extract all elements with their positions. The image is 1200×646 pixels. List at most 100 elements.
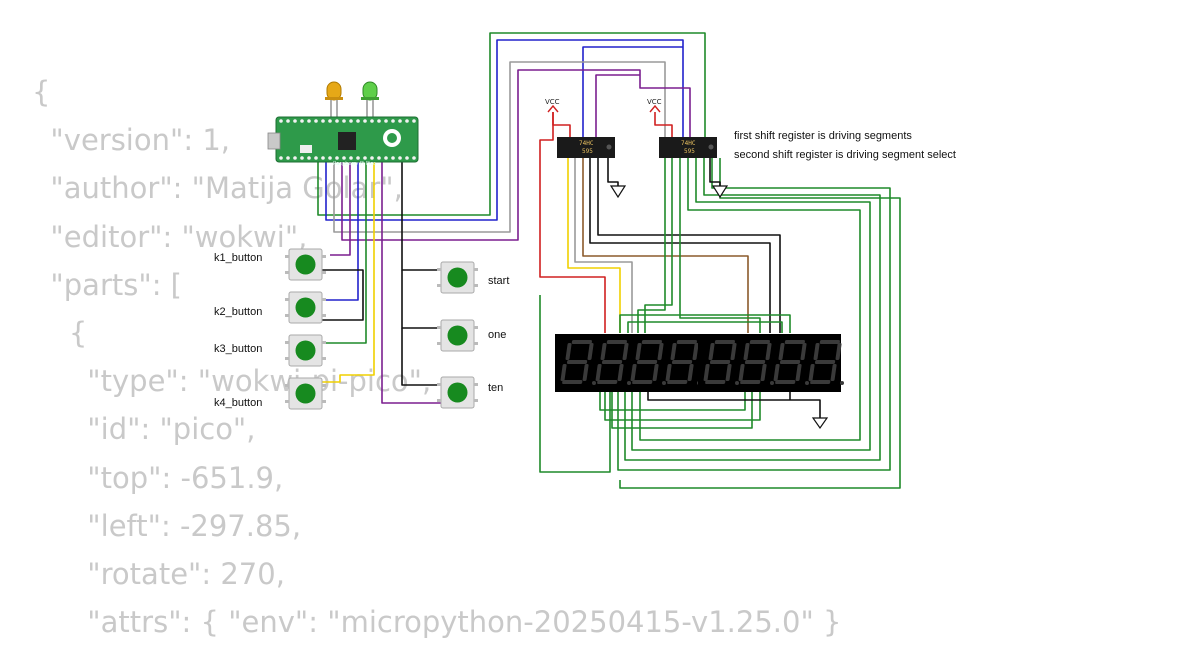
wire-green — [679, 158, 761, 333]
display-segment — [670, 343, 677, 360]
wire-green — [639, 158, 861, 441]
display-segment — [800, 343, 807, 360]
k4-button-label: k4_button — [214, 397, 262, 409]
wire-gray — [333, 61, 666, 233]
json-line: "rotate": 270, — [87, 557, 285, 592]
start-button-label: start — [488, 275, 509, 287]
display-segment — [808, 364, 815, 381]
pico-pin — [279, 156, 283, 160]
display-segment — [606, 340, 627, 344]
display-segment — [571, 340, 592, 344]
shift-register-1[interactable]: 74HC 595 — [557, 137, 615, 158]
pico-pin — [321, 156, 325, 160]
wire-green — [611, 390, 753, 429]
k2-button-label: k2_button — [214, 306, 262, 318]
wire-green — [631, 158, 871, 451]
display-segment — [814, 360, 836, 364]
pico-pin — [384, 156, 388, 160]
k3-button-label: k3_button — [214, 343, 262, 355]
wire-black — [401, 270, 442, 329]
display-segment — [687, 364, 694, 381]
led-yellow[interactable] — [325, 81, 343, 101]
display-segment — [635, 343, 642, 360]
display-segment — [730, 343, 737, 360]
display-segment — [560, 364, 567, 381]
pico-pin — [321, 119, 325, 123]
ten-button[interactable] — [437, 376, 478, 409]
pico-pin — [328, 156, 332, 160]
wire-green — [317, 32, 706, 216]
k1-button-label: k1_button — [214, 252, 262, 264]
ground-symbol-3 — [811, 417, 829, 430]
pico-pin — [391, 119, 395, 123]
vcc-label: VCC — [647, 98, 662, 106]
display-segment — [582, 364, 589, 381]
pico-pin — [398, 156, 402, 160]
display-segment — [744, 360, 766, 364]
display-segment — [743, 343, 750, 360]
pico-pin — [293, 156, 297, 160]
json-line: "id": "pico", — [87, 412, 256, 447]
display-segment — [566, 360, 588, 364]
display-segment — [709, 360, 731, 364]
display-segment — [779, 360, 801, 364]
display-segment — [597, 380, 618, 384]
note-second-shift-register: second shift register is driving segment… — [734, 149, 956, 161]
display-segment — [562, 380, 583, 384]
raspberry-pi-pico-board[interactable]: Raspberry Pi Pico — [267, 116, 419, 167]
wire-blue — [325, 39, 684, 221]
pico-pin — [328, 119, 332, 123]
k1-button[interactable] — [285, 248, 326, 281]
json-line: "top": -651.9, — [87, 460, 284, 495]
display-segment — [587, 343, 594, 360]
wire-blue — [322, 160, 359, 301]
display-segment — [775, 380, 796, 384]
shift-register-2[interactable]: 74HC 595 — [659, 137, 717, 158]
display-segment — [657, 343, 664, 360]
wire-green — [644, 158, 673, 333]
display-segment — [765, 343, 772, 360]
wire-yellow — [567, 158, 621, 333]
pico-pin — [363, 156, 367, 160]
wire-blue — [582, 46, 683, 137]
k3-button[interactable] — [285, 334, 326, 367]
start-button[interactable] — [437, 261, 478, 294]
display-segment — [714, 340, 735, 344]
display-segment — [795, 364, 802, 381]
display-decimal-point — [662, 381, 666, 385]
display-segment — [595, 364, 602, 381]
display-decimal-point — [805, 381, 809, 385]
wire-black — [647, 390, 821, 418]
json-line: "version": 1, — [50, 123, 230, 158]
display-segment — [810, 380, 831, 384]
chip-label-line1: 74HC — [579, 140, 594, 147]
display-segment — [830, 364, 837, 381]
wire-yellow — [322, 160, 375, 383]
one-button[interactable] — [437, 319, 478, 352]
display-segment — [705, 380, 726, 384]
k2-button[interactable] — [285, 291, 326, 324]
display-segment — [784, 340, 805, 344]
wire-green — [627, 321, 783, 333]
pico-pin — [293, 119, 297, 123]
display-segment — [819, 340, 840, 344]
display-segment — [665, 364, 672, 381]
wire-black — [709, 158, 721, 186]
k4-button[interactable] — [285, 377, 326, 410]
pico-pin — [412, 156, 416, 160]
pico-pin — [314, 119, 318, 123]
wire-black — [322, 269, 364, 321]
ground-symbol-2 — [711, 185, 729, 199]
pico-pin — [405, 119, 409, 123]
display-segment — [630, 364, 637, 381]
pico-pin — [356, 119, 360, 123]
wire-black — [401, 328, 442, 386]
pico-pin — [286, 119, 290, 123]
display-segment — [641, 340, 662, 344]
display-decimal-point — [627, 381, 631, 385]
led-green[interactable] — [361, 81, 379, 101]
pico-pin — [307, 156, 311, 160]
display-decimal-point — [840, 381, 844, 385]
display-segment — [725, 364, 732, 381]
pico-pin — [370, 156, 374, 160]
